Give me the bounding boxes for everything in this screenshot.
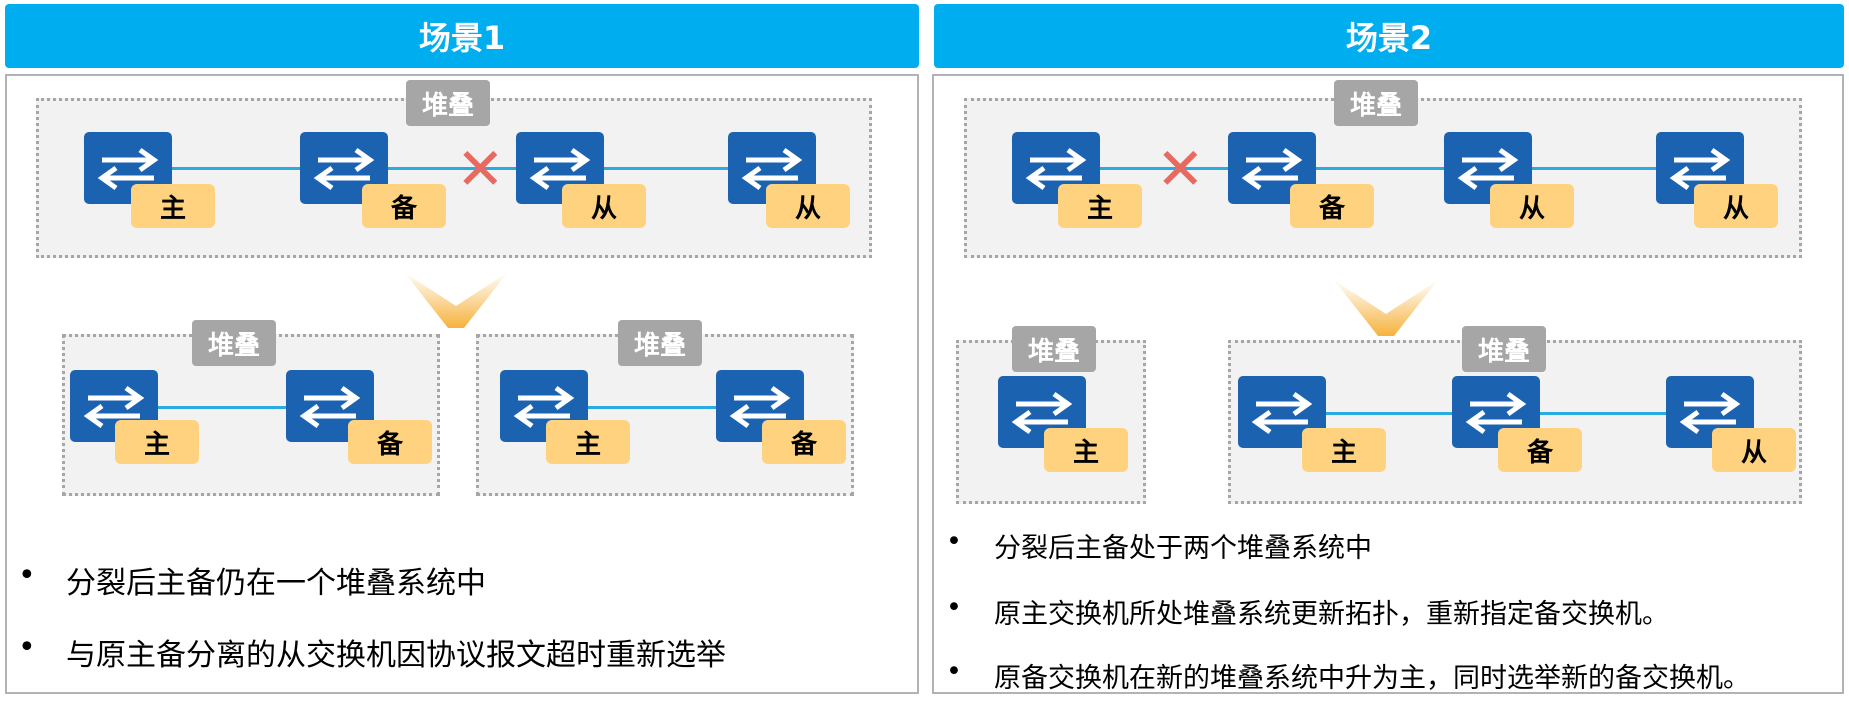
role-badge: 主 bbox=[546, 420, 630, 464]
split-arrow-icon bbox=[404, 272, 508, 328]
break-mark-icon: ✕ bbox=[456, 135, 505, 203]
switch-icon bbox=[716, 370, 804, 442]
scenario1-link-3 bbox=[600, 167, 728, 170]
role-badge: 从 bbox=[562, 184, 646, 228]
scenario1-stack-tag-top: 堆叠 bbox=[406, 80, 490, 126]
role-badge: 从 bbox=[766, 184, 850, 228]
role-badge: 主 bbox=[131, 184, 215, 228]
role-badge: 主 bbox=[1302, 428, 1386, 472]
role-badge: 主 bbox=[115, 420, 199, 464]
split-arrow-icon bbox=[1334, 280, 1438, 336]
scenario1-link-2 bbox=[384, 167, 516, 170]
scenario2-link-3 bbox=[1532, 167, 1656, 170]
scenario2-split-right-link-1 bbox=[1326, 412, 1452, 415]
scenario1-header: 场景1 bbox=[5, 4, 919, 68]
scenario1-split-left-link bbox=[156, 406, 286, 409]
role-badge: 从 bbox=[1712, 428, 1796, 472]
scenario2-stack-tag-top: 堆叠 bbox=[1334, 80, 1418, 126]
scenario2-link-1 bbox=[1100, 167, 1228, 170]
scenario1-title: 场景1 bbox=[418, 19, 506, 57]
role-badge: 备 bbox=[348, 420, 432, 464]
switch-icon bbox=[1012, 132, 1100, 204]
scenario1-stack-tag-right: 堆叠 bbox=[618, 320, 702, 366]
role-badge: 备 bbox=[1498, 428, 1582, 472]
scenario2-stack-tag-left: 堆叠 bbox=[1012, 326, 1096, 372]
role-badge: 主 bbox=[1044, 428, 1128, 472]
role-badge: 从 bbox=[1694, 184, 1778, 228]
break-mark-icon: ✕ bbox=[1156, 135, 1205, 203]
scenario2-split-right-link-2 bbox=[1540, 412, 1666, 415]
scenario2-title: 场景2 bbox=[1345, 19, 1433, 57]
scenario2-stack-tag-right: 堆叠 bbox=[1462, 326, 1546, 372]
role-badge: 从 bbox=[1490, 184, 1574, 228]
scenario1-split-right-link bbox=[586, 406, 716, 409]
role-badge: 备 bbox=[1290, 184, 1374, 228]
scenario2-header: 场景2 bbox=[934, 4, 1844, 68]
scenario1-link-1 bbox=[170, 167, 300, 170]
scenario1-stack-tag-left: 堆叠 bbox=[192, 320, 276, 366]
role-badge: 主 bbox=[1058, 184, 1142, 228]
scenario2-link-2 bbox=[1316, 167, 1444, 170]
role-badge: 备 bbox=[362, 184, 446, 228]
role-badge: 备 bbox=[762, 420, 846, 464]
